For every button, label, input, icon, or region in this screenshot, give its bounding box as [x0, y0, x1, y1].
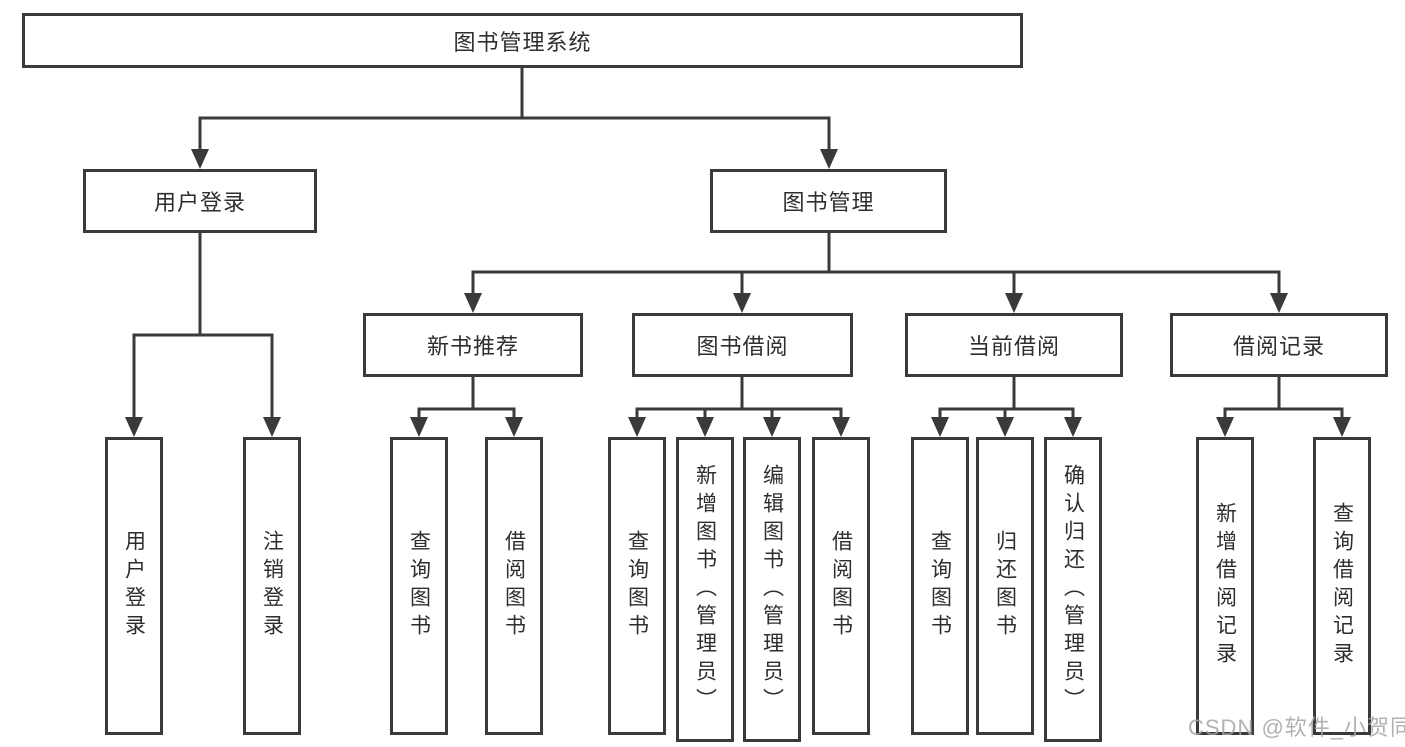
node-new-book-recommend: 新书推荐 — [363, 313, 583, 377]
node-book-management: 图书管理 — [710, 169, 947, 233]
leaf-borrow-books: 借阅图书 — [812, 437, 870, 735]
node-user-login: 用户登录 — [83, 169, 317, 233]
leaf-label: 查询图书 — [625, 530, 649, 642]
leaf-user-login: 用户登录 — [105, 437, 163, 735]
leaf-label: 借阅图书 — [502, 530, 526, 642]
node-label: 图书借阅 — [696, 334, 789, 359]
leaf-query-books: 查询图书 — [608, 437, 666, 735]
node-library-management-system: 图书管理系统 — [22, 13, 1023, 68]
leaf-label: 新增图书（管理员） — [693, 463, 717, 716]
node-label: 当前借阅 — [967, 334, 1060, 359]
leaf-add-books-admin: 新增图书（管理员） — [676, 437, 734, 742]
node-label: 图书管理 — [782, 190, 875, 215]
leaf-label: 查询借阅记录 — [1330, 502, 1354, 670]
leaf-label: 归还图书 — [993, 530, 1017, 642]
node-label: 借阅记录 — [1232, 334, 1325, 359]
node-book-borrowing: 图书借阅 — [632, 313, 853, 377]
leaf-add-borrow-record: 新增借阅记录 — [1196, 437, 1254, 735]
leaf-borrow-books: 借阅图书 — [485, 437, 543, 735]
leaf-query-borrow-record: 查询借阅记录 — [1313, 437, 1371, 735]
leaf-label: 借阅图书 — [829, 530, 853, 642]
node-current-borrowing: 当前借阅 — [905, 313, 1123, 377]
node-borrowing-records: 借阅记录 — [1170, 313, 1388, 377]
leaf-confirm-return-admin: 确认归还（管理员） — [1044, 437, 1102, 742]
leaf-return-books: 归还图书 — [976, 437, 1034, 735]
leaf-query-books: 查询图书 — [390, 437, 448, 735]
leaf-label: 新增借阅记录 — [1213, 502, 1237, 670]
csdn-watermark: CSDN @软件_小贺同学 — [1188, 715, 1405, 740]
node-label: 图书管理系统 — [453, 29, 592, 55]
leaf-label: 查询图书 — [928, 530, 952, 642]
leaf-logout: 注销登录 — [243, 437, 301, 735]
node-label: 新书推荐 — [426, 334, 519, 359]
leaf-label: 编辑图书（管理员） — [760, 463, 784, 716]
leaf-label: 查询图书 — [407, 530, 431, 642]
leaf-edit-books-admin: 编辑图书（管理员） — [743, 437, 801, 742]
leaf-label: 用户登录 — [122, 530, 146, 642]
leaf-label: 确认归还（管理员） — [1061, 463, 1085, 716]
leaf-query-books: 查询图书 — [911, 437, 969, 735]
leaf-label: 注销登录 — [260, 530, 284, 642]
node-label: 用户登录 — [153, 190, 246, 215]
